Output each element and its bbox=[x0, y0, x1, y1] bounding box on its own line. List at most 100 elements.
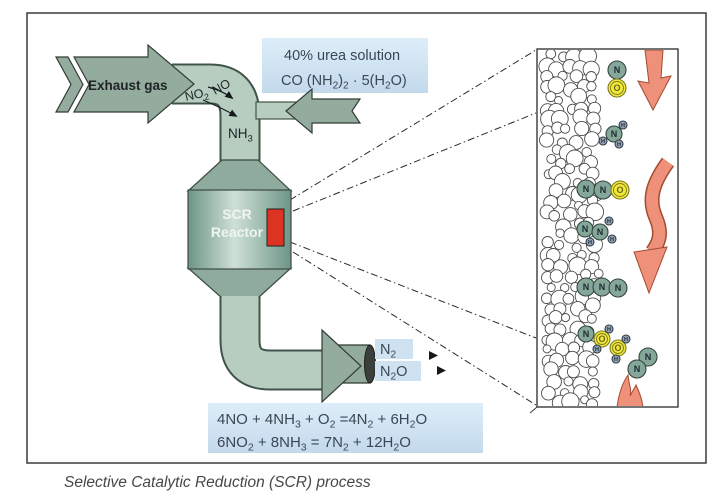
atom-label: H bbox=[610, 237, 614, 243]
catalyst-particle bbox=[564, 270, 578, 284]
zoom-connector-lines bbox=[289, 49, 537, 406]
catalyst-particle bbox=[548, 310, 563, 325]
no2-label-group: NO2 bbox=[184, 85, 211, 106]
atom-label: H bbox=[601, 139, 605, 145]
catalyst-particle bbox=[549, 269, 564, 283]
panel-corner-tick bbox=[529, 406, 538, 414]
atom-ring bbox=[596, 333, 608, 345]
atom-label: N bbox=[611, 129, 618, 139]
atom-label: H bbox=[624, 337, 628, 343]
atom-h bbox=[604, 216, 614, 226]
catalyst-particle bbox=[587, 366, 598, 377]
atom-label: N bbox=[597, 227, 604, 237]
urea-inlet-arrow bbox=[285, 87, 362, 135]
catalyst-particle bbox=[563, 376, 574, 387]
catalyst-particle bbox=[585, 354, 600, 368]
atom-h bbox=[585, 237, 595, 247]
scr-reactor bbox=[186, 159, 293, 299]
equation-line1: 4NO + 4NH3 + O2 =4N2 + 6H2O bbox=[217, 411, 427, 431]
atom-label: H bbox=[588, 240, 592, 246]
catalyst-particle bbox=[585, 297, 601, 314]
outlet-pipe bbox=[219, 296, 322, 391]
zoom-connector-line-2 bbox=[292, 112, 537, 212]
catalyst-particle bbox=[586, 81, 597, 92]
atom-n bbox=[608, 278, 628, 298]
catalyst-particle bbox=[569, 69, 584, 83]
atom-label: O bbox=[613, 83, 620, 93]
catalyst-particle bbox=[556, 193, 572, 209]
urea-solution-box bbox=[262, 38, 428, 93]
atom-label: N bbox=[645, 352, 652, 362]
catalyst-particle bbox=[593, 268, 604, 279]
atom-label: O bbox=[614, 343, 621, 353]
catalyst-particle bbox=[540, 292, 553, 305]
atom-h bbox=[621, 334, 631, 344]
urea-line1: 40% urea solution bbox=[284, 48, 400, 64]
atom-n bbox=[627, 359, 647, 379]
catalyst-particle bbox=[546, 153, 557, 164]
equations-box bbox=[208, 403, 483, 453]
atom-label: N bbox=[599, 282, 606, 292]
outlet-arrowhead bbox=[321, 328, 362, 404]
flow-direction-marker-2 bbox=[437, 366, 446, 375]
catalyst-particle bbox=[541, 258, 555, 272]
catalyst-particle bbox=[548, 210, 560, 222]
atom-ring bbox=[610, 81, 624, 95]
catalyst-particle bbox=[566, 365, 580, 379]
catalyst-particle bbox=[574, 120, 590, 137]
atom-n bbox=[591, 223, 609, 241]
catalyst-particle bbox=[571, 242, 582, 253]
atom-label: N bbox=[582, 224, 589, 234]
catalyst-particle bbox=[545, 50, 557, 60]
atom-n bbox=[638, 347, 658, 367]
catalyst-particle bbox=[555, 228, 565, 238]
tailpipe-opening bbox=[364, 344, 376, 384]
zoom-connector-line-1 bbox=[289, 49, 537, 201]
atom-label: N bbox=[583, 329, 590, 339]
catalyst-particle bbox=[545, 91, 557, 103]
no2-arrow bbox=[202, 99, 238, 117]
scr-reactor-label-line1: SCR bbox=[222, 206, 252, 222]
nh3-label: NH3 bbox=[228, 126, 253, 145]
atom-h bbox=[614, 139, 624, 149]
atom-label: N bbox=[583, 282, 590, 292]
no2-label: NO2 bbox=[184, 85, 211, 106]
catalyst-particle bbox=[565, 149, 584, 168]
catalyst-particle bbox=[542, 344, 552, 354]
atom-h bbox=[611, 354, 621, 364]
atom-label: N bbox=[583, 184, 590, 194]
catalyst-particle bbox=[585, 202, 605, 222]
catalyst-particle bbox=[585, 398, 599, 406]
catalyst-particle bbox=[541, 236, 554, 249]
molecule-N2-leaving: NN bbox=[627, 347, 658, 379]
catalyst-particle bbox=[584, 131, 600, 147]
catalyst-particle bbox=[564, 163, 575, 175]
atom-h bbox=[592, 344, 602, 354]
catalyst-particle bbox=[541, 385, 556, 401]
catalyst-particle bbox=[588, 386, 601, 399]
atom-h bbox=[607, 234, 617, 244]
atom-label: H bbox=[607, 219, 611, 225]
atom-label: N bbox=[614, 65, 621, 75]
gas-flow-arrows bbox=[616, 50, 675, 406]
catalyst-particle bbox=[554, 239, 565, 250]
flow-direction-marker-1 bbox=[429, 351, 438, 360]
catalyst-particle bbox=[562, 292, 575, 305]
catalyst-particle bbox=[565, 350, 580, 366]
atom-label: H bbox=[607, 327, 611, 333]
catalyst-sample-marker bbox=[266, 208, 285, 247]
catalyst-particle bbox=[563, 207, 578, 222]
atom-label: O bbox=[598, 334, 605, 344]
atom-ring bbox=[613, 183, 627, 197]
atom-h bbox=[604, 324, 614, 334]
catalyst-particle bbox=[561, 392, 580, 406]
atom-label: O bbox=[616, 185, 623, 195]
atom-label: N bbox=[634, 364, 641, 374]
urea-line2: CO (NH2)2 · 5(H2O) bbox=[281, 73, 407, 92]
atom-label: N bbox=[615, 283, 622, 293]
